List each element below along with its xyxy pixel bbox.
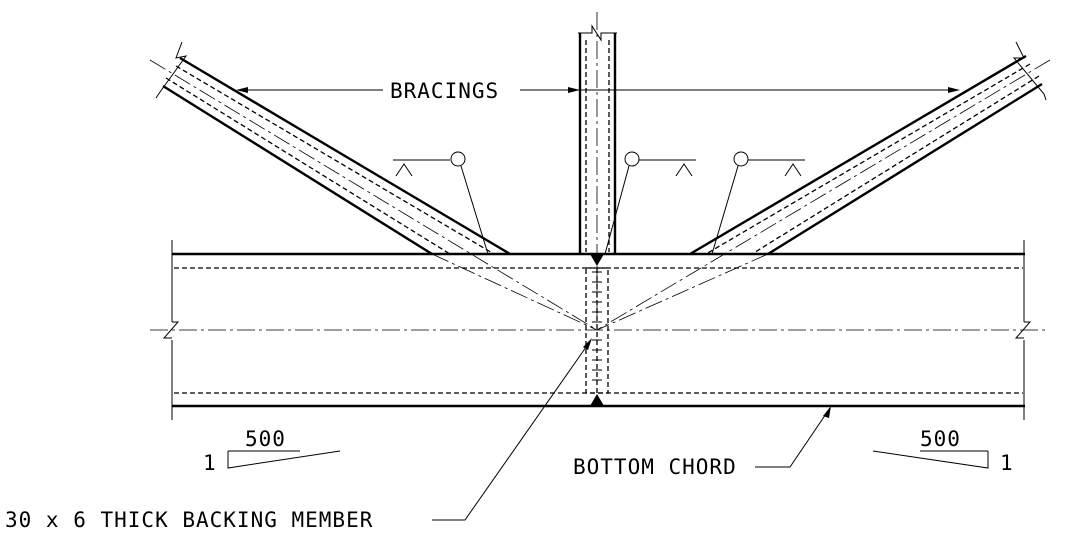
slope-triangle — [872, 450, 989, 469]
arrowhead — [236, 87, 248, 93]
weld-symbol-center — [604, 151, 696, 255]
slope-run-label: 500 — [920, 427, 961, 451]
right-bracing-hidden-lower — [751, 75, 1040, 255]
backing-member-leader — [432, 339, 592, 521]
right-bracing-hidden-upper — [705, 63, 1031, 255]
weld-all-around-circle — [624, 151, 640, 167]
right-bracing-lower-edge — [767, 82, 1043, 256]
weld-all-around-circle — [733, 151, 749, 167]
weld-symbol-left — [393, 151, 489, 255]
slope-indicator-right: 500 1 — [872, 427, 1014, 475]
right-bracing-upper-edge — [689, 54, 1027, 256]
slope-rise-label: 1 — [1000, 451, 1014, 475]
backing-member-label: 30 x 6 THICK BACKING MEMBER — [5, 508, 373, 532]
bottom-weld-symbol — [590, 394, 604, 406]
backing-member-callout: 30 x 6 THICK BACKING MEMBER — [5, 338, 592, 532]
slope-run-label: 500 — [245, 427, 286, 451]
slope-rise-label: 1 — [203, 451, 217, 475]
fillet-weld-mark — [675, 163, 693, 177]
right-bracing-centerline — [596, 59, 1051, 331]
left-bracing-lower-edge — [162, 84, 433, 256]
bottom-chord-callout: BOTTOM CHORD — [573, 406, 831, 479]
top-weld-symbol — [590, 254, 604, 266]
vertical-member — [578, 12, 617, 406]
weld-all-around-circle — [450, 151, 466, 167]
fillet-weld-mark — [395, 163, 413, 177]
weld-leader — [460, 165, 489, 255]
bottom-chord-leader — [755, 407, 831, 468]
weld-leader — [604, 165, 630, 255]
left-bracing-centerline — [149, 59, 598, 331]
chord-right-break-mark — [1014, 321, 1032, 339]
right-bracing — [596, 41, 1051, 331]
weld-symbol-right — [711, 151, 805, 255]
chord-left-break-mark — [162, 321, 180, 339]
left-bracing — [149, 41, 598, 331]
bracings-label: BRACINGS — [390, 79, 499, 103]
bottom-chord-label: BOTTOM CHORD — [573, 455, 737, 479]
left-bracing-hidden-lower — [165, 77, 451, 255]
left-bracing-upper-edge — [179, 56, 511, 256]
slope-triangle — [227, 450, 341, 469]
left-bracing-break-mark — [155, 41, 188, 99]
arrowhead — [568, 87, 580, 93]
arrowhead — [583, 338, 592, 350]
left-bracing-hidden-upper — [175, 65, 495, 255]
right-bracing-break-mark — [1012, 41, 1047, 101]
fillet-weld-mark — [784, 163, 802, 177]
weld-leader — [711, 165, 739, 255]
right-construction-line — [596, 253, 769, 331]
arrowhead — [948, 87, 960, 93]
slope-indicator-left: 500 1 — [203, 427, 341, 475]
arrowhead — [823, 406, 831, 418]
left-construction-line — [431, 253, 598, 331]
bracings-callout: BRACINGS — [236, 79, 960, 103]
vertical-break-mark — [578, 24, 617, 42]
